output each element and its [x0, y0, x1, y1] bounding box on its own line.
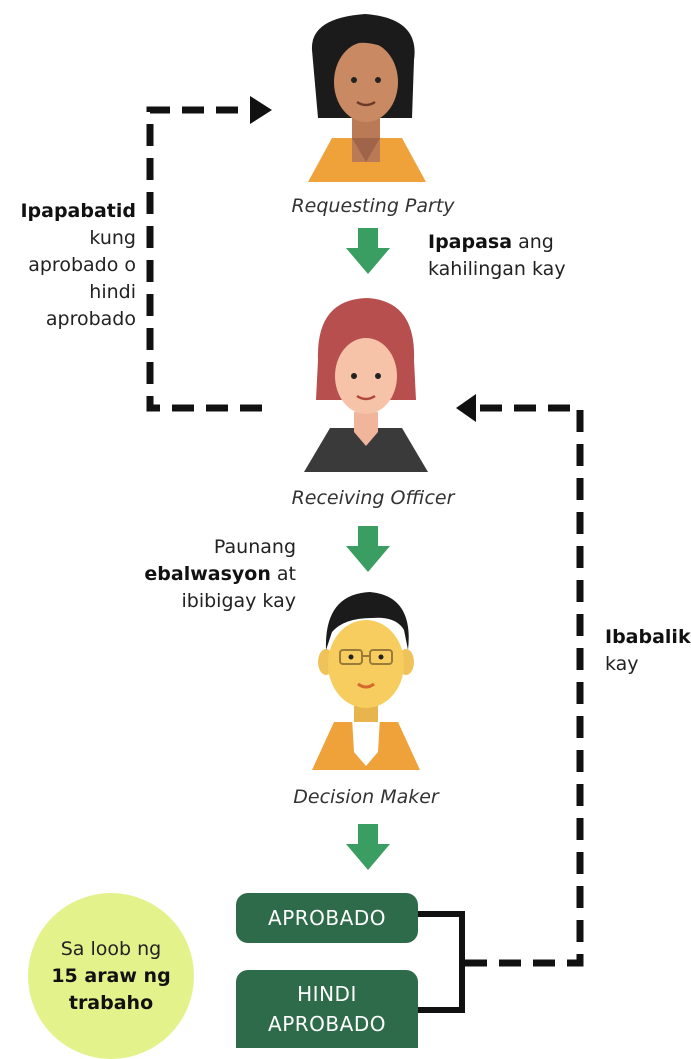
notify-arrowhead: [250, 96, 272, 124]
notify-note: Ipapabatid kung aprobado o hindi aprobad…: [10, 198, 136, 333]
down-arrow-2: [346, 526, 390, 572]
approved-box: APROBADO: [236, 893, 418, 943]
prelim-bold: ebalwasyon: [144, 563, 271, 585]
not-approved-line-2: APROBADO: [268, 1012, 386, 1036]
not-approved-box: HINDI APROBADO: [236, 970, 418, 1048]
prelim-line-3: ibibigay kay: [181, 590, 296, 612]
receiving-officer-label: Receiving Officer: [291, 487, 455, 509]
notify-bold: Ipapabatid: [20, 200, 136, 222]
notify-line-1: kung: [89, 227, 136, 249]
deadline-line-2: 15 araw ng: [51, 964, 171, 987]
notify-line-3: hindi: [89, 281, 136, 303]
return-arrowhead: [456, 394, 476, 422]
prelim-note: Paunang ebalwasyon at ibibigay kay: [120, 534, 296, 615]
return-bold: Ibabalik: [605, 626, 691, 648]
outcome-bracket: [418, 911, 465, 1013]
prelim-line-1: Paunang: [213, 536, 296, 558]
return-line: kay: [605, 653, 639, 675]
forward-line-1: ang: [518, 231, 554, 253]
deadline-line-1: Sa loob ng: [60, 937, 162, 960]
decision-maker-label: Decision Maker: [293, 786, 439, 808]
notify-line-2: aprobado o: [28, 254, 136, 276]
notify-dashed-line: [146, 106, 262, 412]
decision-maker-avatar: [312, 592, 420, 770]
prelim-line-2: at: [276, 563, 296, 585]
forward-line-2: kahilingan kay: [428, 258, 566, 280]
deadline-line-3: trabaho: [68, 991, 154, 1014]
receiving-officer-avatar: [304, 298, 428, 472]
notify-line-4: aprobado: [45, 308, 136, 330]
return-dashed-line: [465, 404, 584, 967]
forward-bold: Ipapasa: [428, 231, 513, 253]
approved-label: APROBADO: [268, 906, 386, 930]
down-arrow-3: [346, 824, 390, 870]
not-approved-line-1: HINDI: [297, 982, 357, 1006]
requesting-party-avatar: [308, 14, 426, 182]
down-arrow-1: [346, 228, 390, 274]
requesting-party-label: Requesting Party: [291, 195, 455, 217]
deadline-circle: Sa loob ng 15 araw ng trabaho: [28, 893, 194, 1059]
forward-note: Ipapasa ang kahilingan kay: [428, 229, 598, 283]
return-note: Ibabalik kay: [605, 624, 691, 678]
